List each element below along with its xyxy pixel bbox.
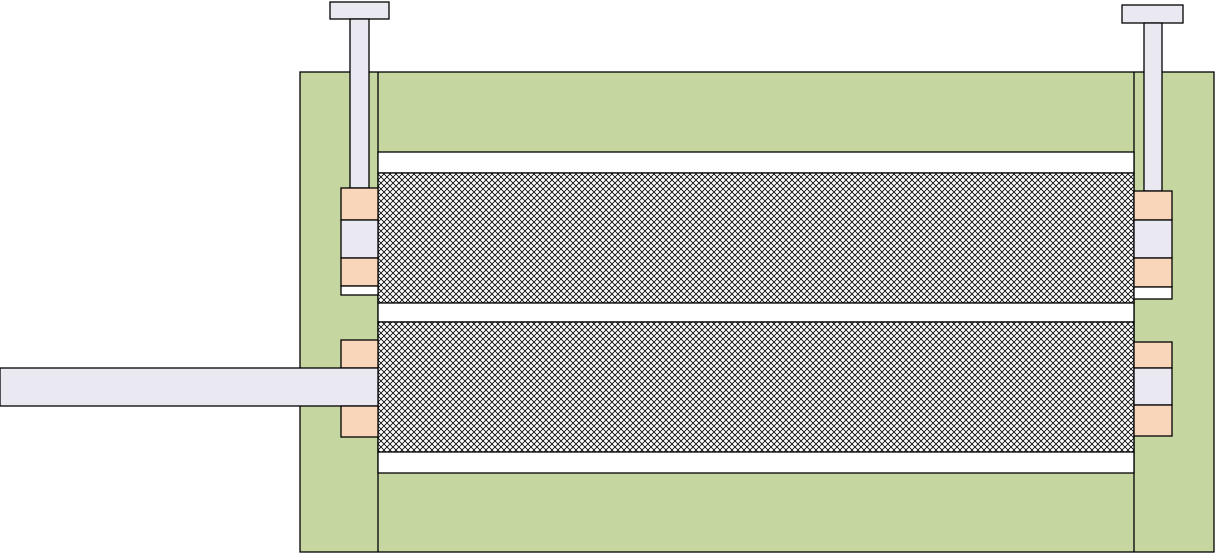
gap-bottom xyxy=(377,451,1135,474)
right-adjuster-rod xyxy=(1143,22,1163,192)
right-adjuster-cap xyxy=(1121,4,1184,24)
hatched-roller-upper xyxy=(377,172,1135,304)
left-adjuster-cap xyxy=(329,1,390,20)
right-bottom-seal-lower xyxy=(1133,404,1173,437)
left-top-seal-lower xyxy=(340,257,379,287)
left-top-seal-upper xyxy=(340,187,379,221)
right-bottom-bearing xyxy=(1133,367,1173,406)
left-top-bearing xyxy=(340,219,379,259)
right-top-seal-lower xyxy=(1133,257,1173,288)
hatched-roller-lower xyxy=(377,321,1135,453)
right-top-bearing xyxy=(1133,219,1173,259)
right-top-spacer xyxy=(1133,286,1173,300)
right-top-seal-upper xyxy=(1133,190,1173,221)
left-top-spacer xyxy=(340,285,379,296)
gap-middle xyxy=(377,302,1135,323)
right-bottom-seal-upper xyxy=(1133,341,1173,369)
gap-top xyxy=(377,151,1135,174)
drive-shaft xyxy=(0,367,379,407)
left-bottom-seal-upper xyxy=(340,339,379,369)
left-bottom-seal-lower xyxy=(340,405,379,438)
left-adjuster-rod xyxy=(349,18,370,189)
